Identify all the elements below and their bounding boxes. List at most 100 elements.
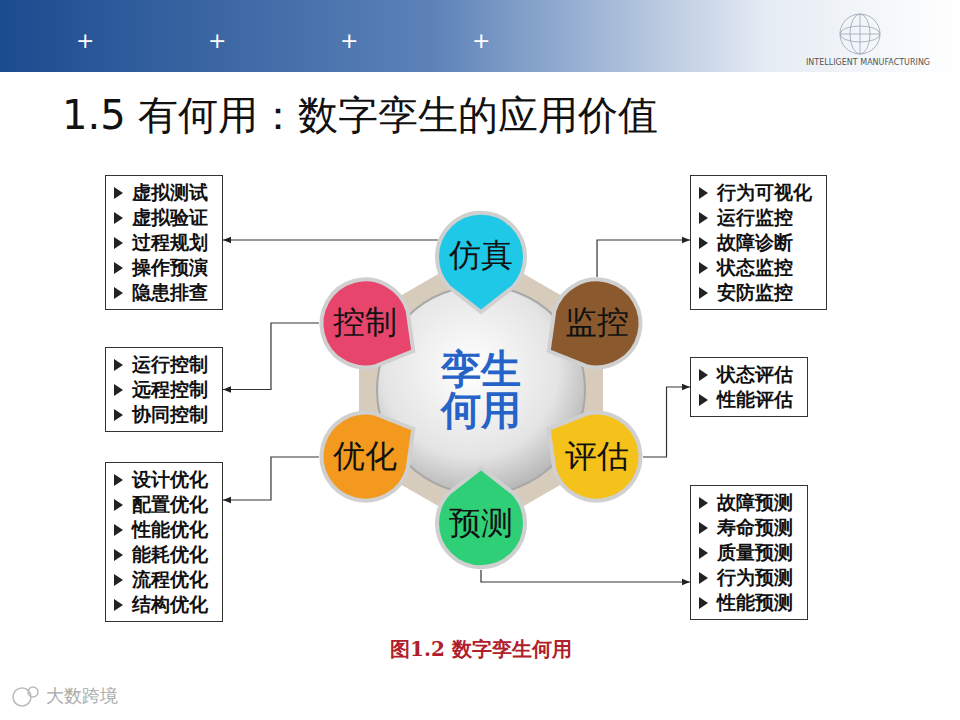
list-item: 性能预测: [699, 590, 797, 615]
list-text: 协同控制: [132, 402, 208, 427]
list-text: 故障预测: [717, 490, 793, 515]
list-text: 虚拟测试: [132, 180, 208, 205]
list-text: 运行控制: [132, 352, 208, 377]
connector-arrow: [223, 239, 438, 240]
petal-label: 仿真: [449, 234, 513, 278]
list-item: 结构优化: [114, 592, 212, 617]
plus-mark: +: [472, 28, 490, 53]
list-text: 寿命预测: [717, 515, 793, 540]
bullet-arrow: [699, 547, 708, 559]
petal-node: 控制: [320, 276, 420, 376]
plus-mark: +: [208, 28, 226, 53]
list-item: 故障预测: [699, 490, 797, 515]
petal-shape: [527, 263, 657, 389]
list-text: 行为预测: [717, 565, 793, 590]
list-item: 虚拟测试: [114, 180, 212, 205]
list-item: 虚拟验证: [114, 205, 212, 230]
petal-node: 评估: [542, 404, 642, 504]
list-box: 故障预测寿命预测质量预测行为预测性能预测: [690, 485, 808, 620]
bullet-arrow: [114, 409, 123, 421]
header-band: [0, 0, 960, 72]
petal-node: 监控: [542, 276, 642, 376]
bullet-arrow: [114, 599, 123, 611]
globe-outline: [840, 14, 880, 54]
bullet-arrow: [699, 369, 708, 381]
list-item: 寿命预测: [699, 515, 797, 540]
list-item: 状态评估: [699, 362, 797, 387]
list-text: 虚拟验证: [132, 205, 208, 230]
petal-label: 评估: [565, 435, 629, 479]
hub-label: 孪生 何用: [437, 349, 525, 431]
list-text: 性能评估: [717, 387, 793, 412]
list-item: 运行控制: [114, 352, 212, 377]
list-box: 运行控制远程控制协同控制: [105, 347, 223, 432]
bullet-arrow: [699, 572, 708, 584]
bullet-arrow: [114, 524, 123, 536]
petal-label: 监控: [565, 301, 629, 345]
bullet-arrow: [699, 187, 708, 199]
list-item: 操作预演: [114, 255, 212, 280]
bullet-arrow: [114, 212, 123, 224]
petal-node: 优化: [320, 404, 420, 504]
bullet-arrow: [699, 394, 708, 406]
list-text: 配置优化: [132, 492, 208, 517]
list-item: 流程优化: [114, 567, 212, 592]
petal-node: 预测: [431, 468, 531, 568]
plus-mark: +: [76, 28, 94, 53]
globe-axis: [860, 14, 861, 54]
watermark-ring: [28, 687, 38, 697]
list-item: 运行监控: [699, 205, 816, 230]
list-text: 能耗优化: [132, 542, 208, 567]
connector-arrow: [223, 323, 319, 390]
list-item: 性能评估: [699, 387, 797, 412]
connector-arrow: [223, 457, 319, 500]
petal-shape: [306, 263, 436, 389]
list-text: 行为可视化: [717, 180, 812, 205]
list-item: 配置优化: [114, 492, 212, 517]
bullet-arrow: [699, 597, 708, 609]
list-box: 行为可视化运行监控故障诊断状态监控安防监控: [690, 175, 827, 310]
plus-mark: +: [340, 28, 358, 53]
list-text: 隐患排查: [132, 280, 208, 305]
bullet-arrow: [699, 287, 708, 299]
list-text: 性能预测: [717, 590, 793, 615]
list-text: 性能优化: [132, 517, 208, 542]
list-text: 操作预演: [132, 255, 208, 280]
list-box: 设计优化配置优化性能优化能耗优化流程优化结构优化: [105, 462, 223, 622]
list-text: 状态监控: [717, 255, 793, 280]
globe-logo: [840, 14, 880, 54]
bullet-arrow: [699, 262, 708, 274]
list-text: 安防监控: [717, 280, 793, 305]
bullet-arrow: [114, 237, 123, 249]
list-item: 质量预测: [699, 540, 797, 565]
list-text: 结构优化: [132, 592, 208, 617]
watermark: 大数跨境: [46, 684, 118, 708]
connector-arrow: [597, 240, 690, 277]
bullet-arrow: [114, 384, 123, 396]
bullet-arrow: [114, 574, 123, 586]
list-item: 性能优化: [114, 517, 212, 542]
list-item: 远程控制: [114, 377, 212, 402]
list-item: 故障诊断: [699, 230, 816, 255]
list-box: 状态评估性能评估: [690, 357, 808, 417]
list-text: 设计优化: [132, 467, 208, 492]
bullet-arrow: [699, 497, 708, 509]
bullet-arrow: [114, 262, 123, 274]
petal-node: 仿真: [431, 212, 531, 312]
bullet-arrow: [114, 287, 123, 299]
petal-shape: [437, 213, 525, 312]
bullet-arrow: [699, 212, 708, 224]
list-item: 行为预测: [699, 565, 797, 590]
list-text: 远程控制: [132, 377, 208, 402]
list-text: 状态评估: [717, 362, 793, 387]
figure-caption: 图1.2 数字孪生何用: [390, 636, 572, 663]
list-text: 过程规划: [132, 230, 208, 255]
logo-text: INTELLIGENT MANUFACTURING: [806, 58, 930, 67]
bullet-arrow: [699, 522, 708, 534]
bullet-arrow: [114, 187, 123, 199]
petal-shape: [306, 391, 436, 517]
bullet-arrow: [114, 359, 123, 371]
list-item: 隐患排查: [114, 280, 212, 305]
slide-title: 1.5 有何用：数字孪生的应用价值: [62, 88, 658, 143]
